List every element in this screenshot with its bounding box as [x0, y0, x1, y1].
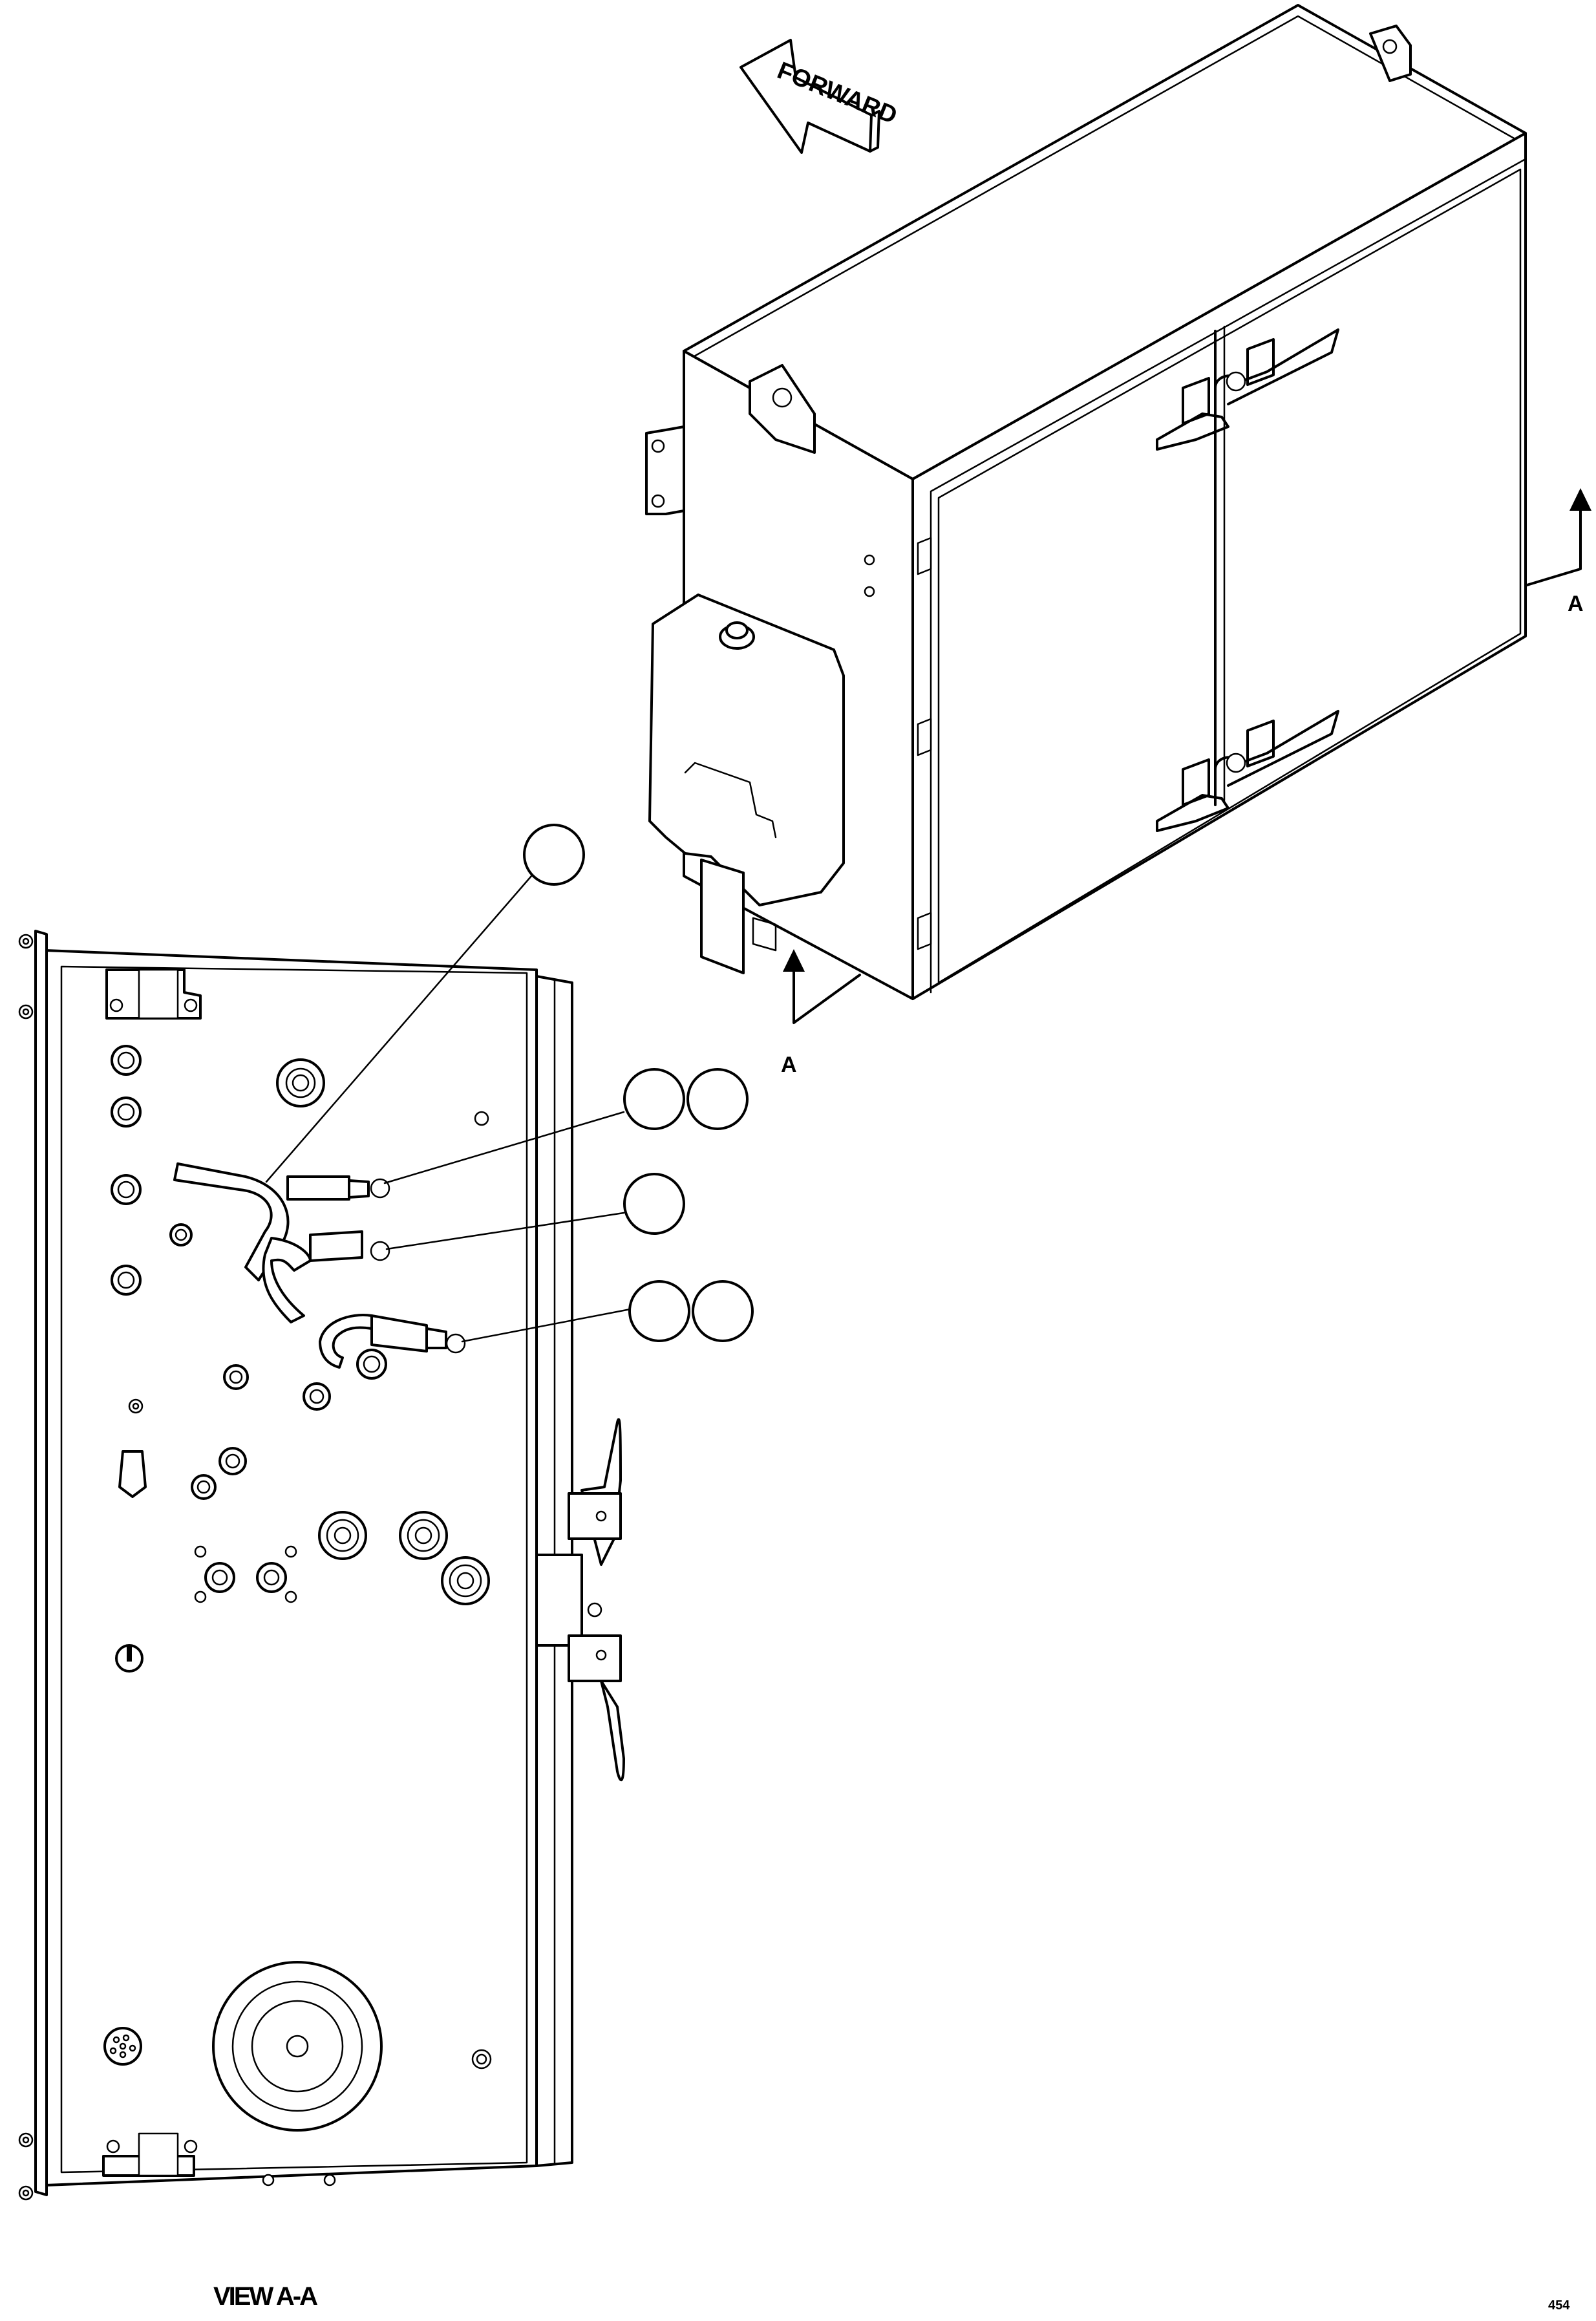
- section-label-bottom: A: [781, 1053, 797, 1077]
- forward-arrow-icon: FORWARD: [739, 39, 901, 154]
- section-arrow-right: A: [1526, 488, 1591, 616]
- callout-bubble-2b: [686, 1068, 749, 1130]
- port-fittings: [111, 1045, 492, 2070]
- view-label: VIEW A-A: [213, 2282, 317, 2311]
- callout-bubble-4b: [692, 1280, 754, 1342]
- callout-bubble-4a: [628, 1280, 690, 1342]
- section-label-right: A: [1568, 592, 1584, 616]
- drain-port: [212, 1961, 383, 2132]
- hose-assemblies: [173, 1162, 466, 1369]
- callout-bubble-3: [623, 1173, 685, 1235]
- latch-lower: [1156, 710, 1339, 832]
- callout-bubble-1: [523, 824, 585, 886]
- panel-latch: [535, 1418, 625, 1782]
- callout-bubble-2a: [623, 1068, 685, 1130]
- enclosure-isometric: [645, 4, 1527, 1000]
- sheet-reference: 454: [1548, 2298, 1570, 2313]
- latch-upper: [1156, 328, 1339, 451]
- leader-lines: [265, 875, 632, 1343]
- connector-plug-icon: [103, 2027, 142, 2066]
- section-arrow-bottom: A: [781, 949, 861, 1077]
- view-aa-panel: [18, 930, 625, 2201]
